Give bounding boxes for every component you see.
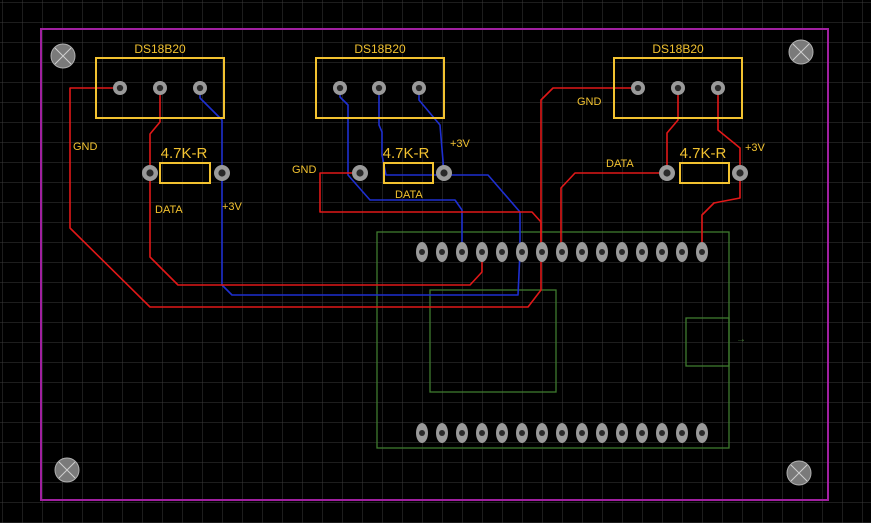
- top-copper-traces[interactable]: [69, 87, 741, 308]
- net-label-data: DATA: [155, 204, 183, 216]
- board-outline[interactable]: [40, 28, 829, 501]
- module-arrow: →: [736, 334, 746, 345]
- sensor-pad[interactable]: [193, 81, 207, 95]
- header-pin-top[interactable]: [696, 242, 708, 262]
- trace-s1-data[interactable]: [149, 88, 483, 286]
- mounting-hole-br[interactable]: [786, 460, 812, 486]
- header-pin-top[interactable]: [636, 242, 648, 262]
- header-pin-bottom[interactable]: [636, 423, 648, 443]
- net-label-data: DATA: [606, 158, 634, 170]
- sensor-pad[interactable]: [333, 81, 347, 95]
- header-pin-bottom[interactable]: [436, 423, 448, 443]
- header-pin-bottom[interactable]: [476, 423, 488, 443]
- header-pin-bottom[interactable]: [556, 423, 568, 443]
- resistor-pad[interactable]: [732, 165, 748, 181]
- trace-s3-vcc[interactable]: [701, 88, 741, 252]
- resistor-value-label: 4.7K-R: [383, 145, 430, 162]
- resistor-body: [383, 162, 434, 184]
- mounting-hole-tr[interactable]: [788, 39, 814, 65]
- trace-s3-data[interactable]: [666, 88, 679, 173]
- net-label-gnd: GND: [73, 141, 98, 153]
- header-pin-bottom[interactable]: [676, 423, 688, 443]
- header-pin-bottom[interactable]: [536, 423, 548, 443]
- resistor-pad[interactable]: [436, 165, 452, 181]
- mcu-module[interactable]: →: [376, 231, 746, 449]
- net-label-vcc: +3V: [222, 201, 243, 213]
- sensor-outline: [95, 57, 225, 119]
- header-pin-top[interactable]: [516, 242, 528, 262]
- mounting-hole-bl[interactable]: [54, 457, 80, 483]
- sensor-pad[interactable]: [711, 81, 725, 95]
- header-pin-top[interactable]: [496, 242, 508, 262]
- sensor-1[interactable]: DS18B20: [95, 42, 225, 119]
- usb-connector-outline: [685, 317, 730, 367]
- resistor-3[interactable]: 4.7K-R: [679, 145, 730, 184]
- header-pin-top[interactable]: [676, 242, 688, 262]
- header-pin-top[interactable]: [436, 242, 448, 262]
- mcu-shield-outline: [429, 289, 557, 393]
- header-pin-top[interactable]: [596, 242, 608, 262]
- sensor-pad[interactable]: [153, 81, 167, 95]
- net-labels: GND DATA +3V GND DATA +3V GND DATA +3V: [73, 96, 766, 216]
- trace-s2-gnd[interactable]: [339, 88, 463, 252]
- header-pin-bottom[interactable]: [656, 423, 668, 443]
- header-pin-bottom[interactable]: [516, 423, 528, 443]
- resistor-pad[interactable]: [352, 165, 368, 181]
- header-pin-top[interactable]: [576, 242, 588, 262]
- header-pin-top[interactable]: [656, 242, 668, 262]
- sensor-ref-label: DS18B20: [134, 42, 186, 56]
- resistor-1[interactable]: 4.7K-R: [159, 145, 211, 184]
- header-pin-bottom[interactable]: [596, 423, 608, 443]
- pads-layer[interactable]: [113, 81, 748, 443]
- header-pin-bottom[interactable]: [456, 423, 468, 443]
- resistor-pad[interactable]: [214, 165, 230, 181]
- resistor-body: [159, 162, 211, 184]
- net-label-gnd: GND: [292, 164, 317, 176]
- header-pin-bottom[interactable]: [576, 423, 588, 443]
- trace-s3-gnd[interactable]: [540, 87, 638, 252]
- resistor-pad[interactable]: [659, 165, 675, 181]
- mounting-hole-tl[interactable]: [50, 43, 76, 69]
- header-pin-bottom[interactable]: [616, 423, 628, 443]
- sensor-pad[interactable]: [412, 81, 426, 95]
- sensor-outline: [315, 57, 445, 119]
- sensor-pad[interactable]: [372, 81, 386, 95]
- sensor-2[interactable]: DS18B20: [315, 42, 445, 119]
- net-label-data: DATA: [395, 189, 423, 201]
- sensor-ref-label: DS18B20: [652, 42, 704, 56]
- sensor-ref-label: DS18B20: [354, 42, 406, 56]
- header-pin-bottom[interactable]: [496, 423, 508, 443]
- sensor-pad[interactable]: [671, 81, 685, 95]
- resistor-body: [679, 162, 730, 184]
- resistor-pad[interactable]: [142, 165, 158, 181]
- header-pin-top[interactable]: [456, 242, 468, 262]
- trace-s1-gnd[interactable]: [69, 87, 542, 308]
- net-label-vcc: +3V: [450, 138, 471, 150]
- resistor-2[interactable]: 4.7K-R: [383, 145, 434, 184]
- header-pin-top[interactable]: [476, 242, 488, 262]
- trace-s3-data-mcu[interactable]: [560, 172, 667, 252]
- sensor-pad[interactable]: [113, 81, 127, 95]
- header-pin-top[interactable]: [556, 242, 568, 262]
- header-pin-top[interactable]: [416, 242, 428, 262]
- sensor-3[interactable]: DS18B20: [613, 42, 743, 119]
- sensor-pad[interactable]: [631, 81, 645, 95]
- header-pin-top[interactable]: [536, 242, 548, 262]
- header-pin-bottom[interactable]: [696, 423, 708, 443]
- resistor-value-label: 4.7K-R: [680, 145, 727, 162]
- sensor-outline: [613, 57, 743, 119]
- net-label-vcc: +3V: [745, 142, 766, 154]
- header-pin-bottom[interactable]: [416, 423, 428, 443]
- net-label-gnd: GND: [577, 96, 602, 108]
- resistor-value-label: 4.7K-R: [161, 145, 208, 162]
- header-pin-top[interactable]: [616, 242, 628, 262]
